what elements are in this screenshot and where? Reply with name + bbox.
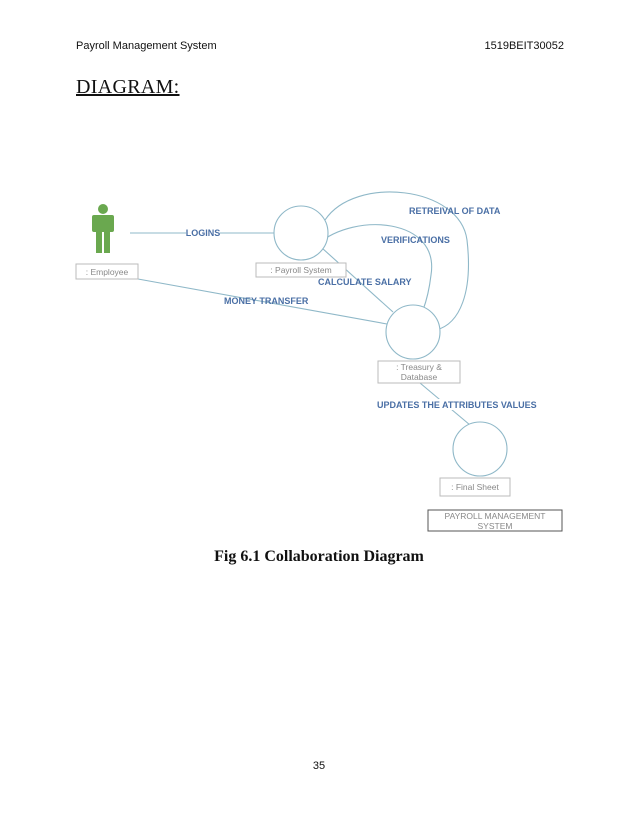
employee-box (75, 263, 139, 280)
treasury-box (377, 360, 461, 384)
treasury-label-line2: Database (401, 372, 438, 382)
section-title: DIAGRAM: (76, 76, 180, 98)
payroll-system-label: : Payroll System (270, 265, 331, 275)
figure-caption: Fig 6.1 Collaboration Diagram (214, 548, 424, 565)
header-title: Payroll Management System (76, 40, 217, 52)
verifications-link (317, 224, 433, 311)
retreival-link (324, 191, 469, 331)
employee-actor-icon (92, 204, 114, 253)
calculate-salary-link (321, 247, 394, 313)
payroll-system-node (273, 205, 329, 261)
calculate-salary-label: CALCULATE SALARY (318, 277, 412, 287)
verifications-label: VERIFICATIONS (381, 235, 450, 245)
system-boundary-box (427, 509, 563, 532)
treasury-node (385, 304, 441, 360)
final-sheet-node (452, 421, 508, 477)
payroll-system-box (255, 262, 347, 278)
treasury-label-line1: : Treasury & (396, 362, 442, 372)
money-transfer-label: MONEY TRANSFER (224, 296, 309, 306)
final-sheet-label: : Final Sheet (451, 482, 499, 492)
final-sheet-box (439, 477, 511, 497)
money-transfer-link (137, 278, 388, 325)
employee-label: : Employee (86, 267, 129, 277)
page-number: 35 (312, 760, 326, 772)
logins-label: LOGINS (186, 228, 221, 238)
header-id: 1519BEIT30052 (484, 40, 564, 52)
updates-label: UPDATES THE ATTRIBUTES VALUES (377, 400, 537, 410)
retreival-label: RETREIVAL OF DATA (409, 206, 501, 216)
system-label-line2: SYSTEM (478, 521, 513, 531)
system-label-line1: PAYROLL MANAGEMENT (445, 511, 546, 521)
